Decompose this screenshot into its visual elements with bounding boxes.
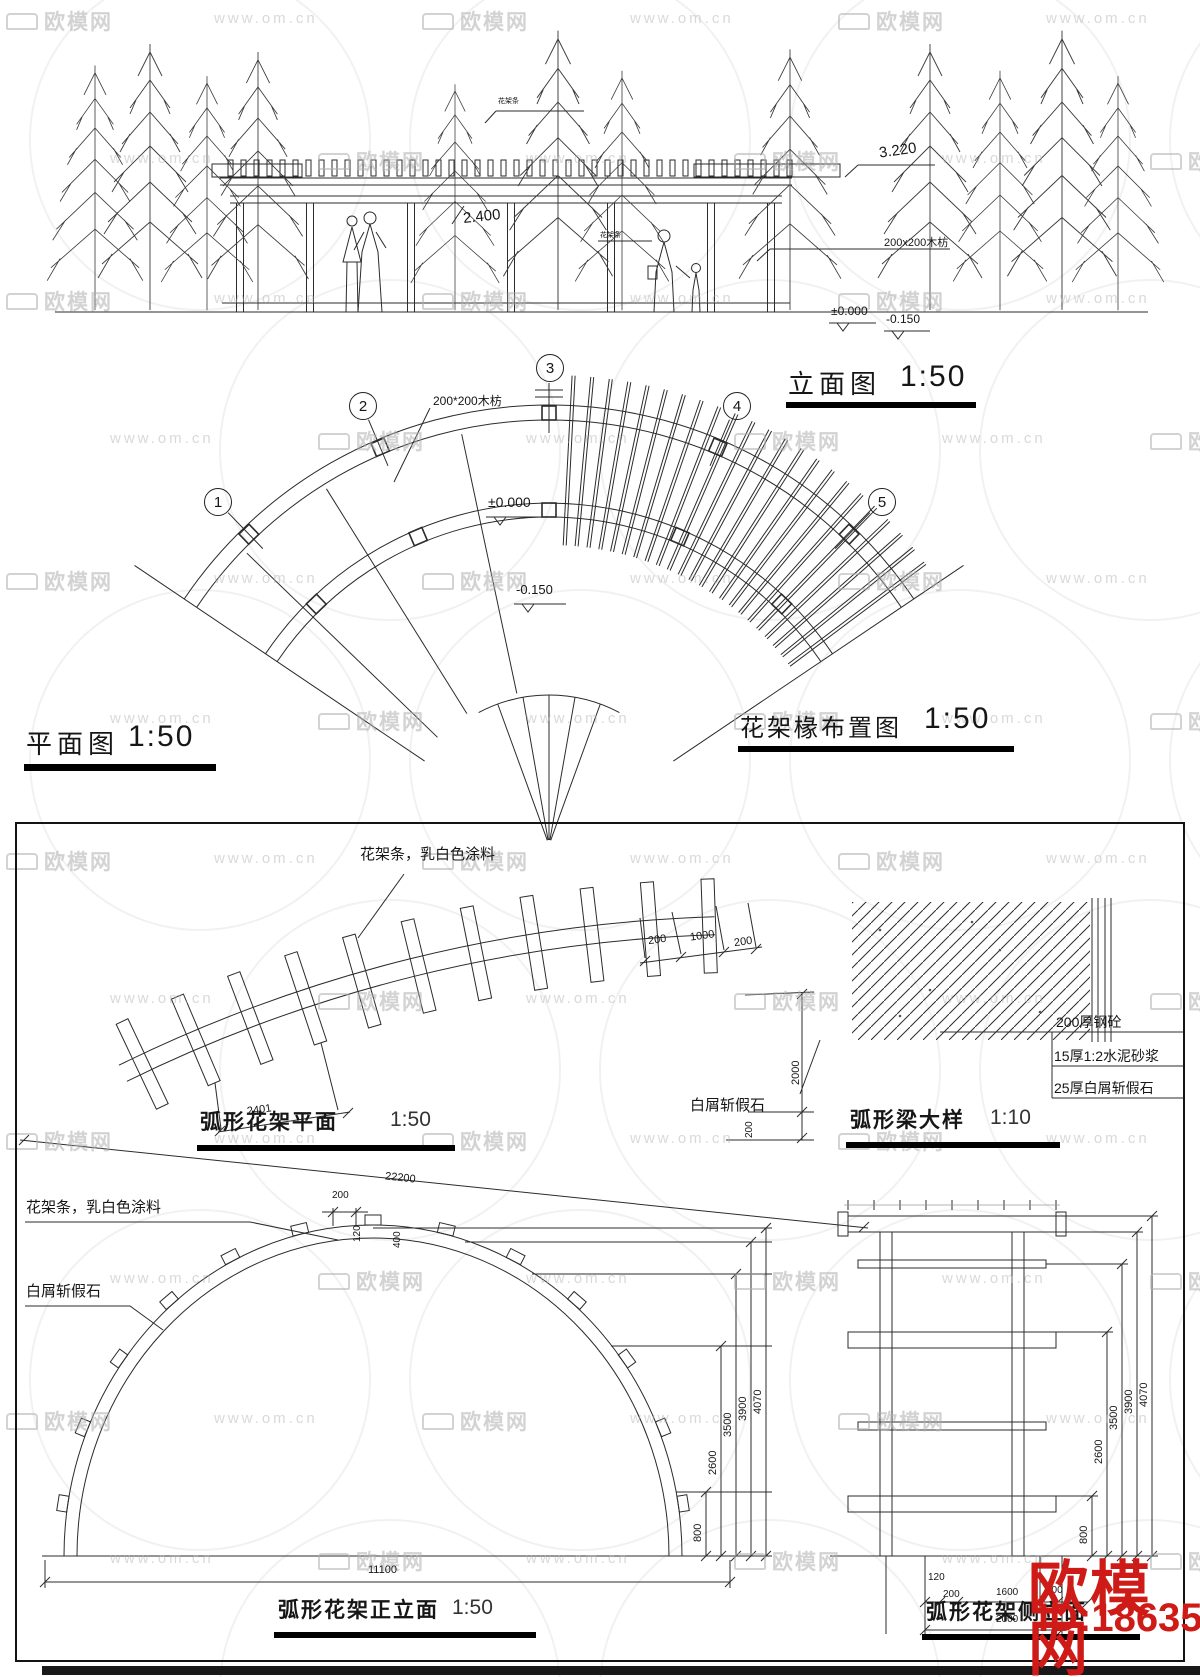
side-underline (922, 1634, 1140, 1640)
axis-number: 1 (213, 493, 223, 511)
plan-scale: 1:50 (128, 720, 195, 753)
elev-title-underline (786, 402, 976, 408)
site-id-red: ID:1863509 (1038, 1596, 1200, 1640)
plan-title-underline (24, 764, 216, 771)
beam-detail-underline (846, 1142, 1060, 1148)
axis-bubble-1: 1 (204, 488, 232, 516)
front-topdim-200: 200 (332, 1190, 349, 1201)
elev-title: 立面图 (788, 369, 882, 399)
axis-number: 4 (732, 397, 742, 415)
elev-scale: 1:50 (900, 360, 967, 393)
front-width-dim: 11100 (368, 1564, 397, 1576)
side-vdim-800: 800 (1078, 1525, 1090, 1544)
arcplan-scale: 1:50 (390, 1108, 431, 1131)
axis-number: 3 (545, 359, 555, 377)
rafter-plan-underline (738, 746, 1014, 752)
arcplan-dim-200b: 200 (733, 934, 754, 950)
side-title: 弧形花架侧立面 (926, 1601, 1087, 1624)
front-topdim-120: 120 (352, 1225, 363, 1242)
side-bdim-1600: 1600 (996, 1587, 1019, 1598)
plan-level-zero: ±0.000 (488, 494, 531, 510)
detail-sheet-border (15, 822, 1185, 1662)
site-logo-red: 欧模网 (1028, 1556, 1152, 1677)
front-topdim-400: 400 (392, 1231, 403, 1248)
arcplan-dim-200c: 200 (744, 1121, 755, 1138)
rafter-plan-scale: 1:50 (924, 702, 991, 735)
rafter-plan-title: 花架椽布置图 (740, 715, 902, 742)
side-vdim-2600: 2600 (1093, 1439, 1105, 1464)
elev-small-label-2: 花架条 (600, 232, 621, 239)
arcplan-underline (197, 1145, 455, 1151)
axis-bubble-2: 2 (349, 392, 377, 420)
front-vdim-800: 800 (692, 1523, 704, 1542)
beam-note-1: 200厚钢砼 (1056, 1014, 1122, 1030)
side-bdim-2000: 2000 (996, 1614, 1019, 1625)
side-bdim-200a: 200 (943, 1589, 960, 1600)
side-vdim-3500: 3500 (1108, 1405, 1120, 1430)
front-strip-label: 花架条，乳白色涂料 (26, 1199, 162, 1216)
arcplan-strip-label: 花架条，乳白色涂料 (360, 846, 496, 863)
elev-beam-label: 200x200木枋 (884, 237, 949, 249)
front-vdim-3500: 3500 (722, 1412, 734, 1437)
arcplan-title: 弧形花架平面 (200, 1111, 338, 1134)
beam-note-2: 15厚1:2水泥砂浆 (1054, 1048, 1160, 1064)
front-stone-label: 白屑斩假石 (26, 1283, 102, 1300)
front-vdim-2600: 2600 (707, 1450, 719, 1475)
plan-column-label: 200*200木枋 (433, 394, 502, 408)
plan-level-minus: -0.150 (516, 582, 553, 597)
plan-title: 平面图 (26, 729, 120, 759)
axis-bubble-3: 3 (536, 354, 564, 382)
front-underline (274, 1632, 536, 1638)
axis-bubble-4: 4 (723, 392, 751, 420)
arcplan-dim-200a: 200 (647, 932, 668, 948)
front-scale: 1:50 (452, 1596, 493, 1619)
arcplan-dim-2000: 2000 (790, 1060, 802, 1085)
beam-detail-title: 弧形梁大样 (850, 1109, 965, 1132)
elev-level-zero: ±0.000 (831, 304, 868, 318)
front-vdim-3900: 3900 (737, 1396, 749, 1421)
front-title: 弧形花架正立面 (278, 1599, 439, 1622)
axis-number: 2 (358, 397, 368, 415)
elev-small-label-1: 花架条 (498, 98, 519, 105)
front-vdim-4070: 4070 (752, 1389, 764, 1414)
side-vdim-4070: 4070 (1138, 1382, 1150, 1407)
beam-note-3: 25厚白屑斩假石 (1054, 1080, 1154, 1096)
beam-detail-scale: 1:10 (990, 1106, 1031, 1129)
arcplan-stone-label: 白屑斩假石 (690, 1097, 766, 1114)
axis-bubble-5: 5 (868, 488, 896, 516)
bottom-edge-bar (42, 1666, 1200, 1675)
side-bdim-200b: 200 (1046, 1585, 1063, 1596)
axis-number: 5 (877, 493, 887, 511)
elev-level-minus: -0.150 (886, 312, 921, 326)
side-bdim-120: 120 (928, 1572, 945, 1583)
side-vdim-3900: 3900 (1123, 1389, 1135, 1414)
